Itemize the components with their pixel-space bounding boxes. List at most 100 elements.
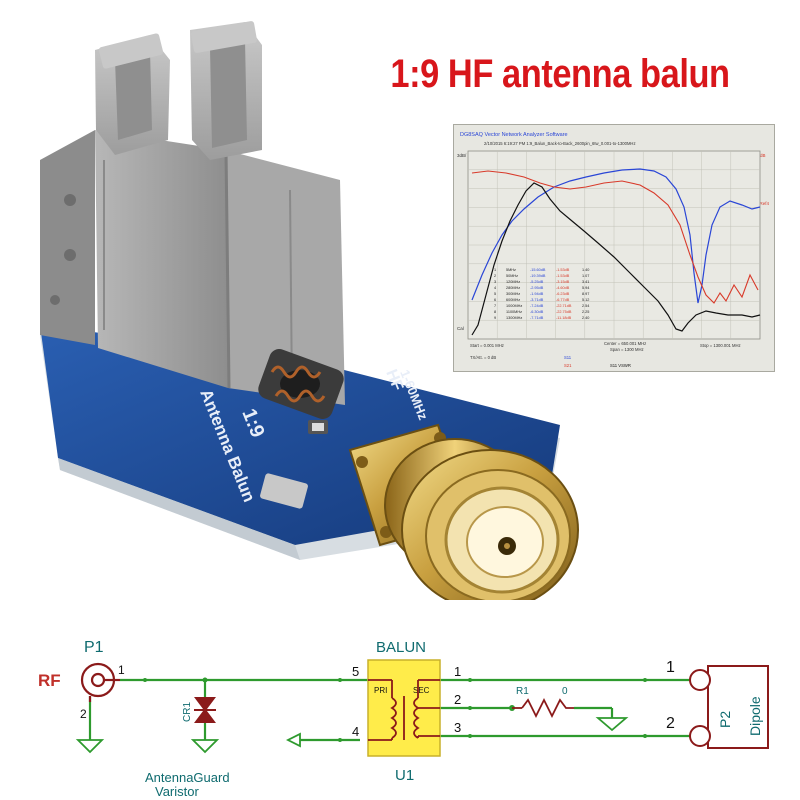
svg-text:5.94: 5.94 xyxy=(582,286,589,290)
p2-pin1: 1 xyxy=(666,659,675,676)
svg-text:6: 6 xyxy=(494,298,496,302)
balun-sec-label: SEC xyxy=(413,686,430,695)
svg-text:50MHz: 50MHz xyxy=(506,274,518,278)
svg-text:-7.24dB: -7.24dB xyxy=(530,304,544,308)
svg-text:1000MHz: 1000MHz xyxy=(506,304,522,308)
svg-text:-6.77dB: -6.77dB xyxy=(556,298,570,302)
r1-label: R1 xyxy=(516,686,529,697)
sma-connector xyxy=(348,423,579,600)
svg-text:5.12: 5.12 xyxy=(582,298,589,302)
terminal-block xyxy=(40,21,345,405)
balun-pin-2: 2 xyxy=(454,692,461,707)
svg-text:-1.53dB: -1.53dB xyxy=(556,268,570,272)
vna-footer-start: Start = 0.001 MHz xyxy=(470,343,504,348)
svg-text:280MHz: 280MHz xyxy=(506,286,520,290)
svg-text:2.25: 2.25 xyxy=(582,310,589,314)
p1-pin2: 2 xyxy=(80,707,87,721)
p2-pin2: 2 xyxy=(666,715,675,732)
p2-label: P2 xyxy=(717,711,733,728)
p2-connector xyxy=(689,665,769,749)
svg-text:-15.60dB: -15.60dB xyxy=(530,268,546,272)
vna-header-info: 2/10/2015 6:19:27 PM 1:9_Balun_Back-to-B… xyxy=(484,141,636,146)
balun-pri-label: PRI xyxy=(374,686,387,695)
r1-resistor xyxy=(509,697,574,719)
svg-text:120MHz: 120MHz xyxy=(506,280,520,284)
vna-footer: Start = 0.001 MHz Center = 650.001 MHz S… xyxy=(470,341,741,368)
svg-text:2.54: 2.54 xyxy=(582,304,589,308)
vna-right-ref-label: rRef4 xyxy=(758,201,770,206)
svg-text:1.40: 1.40 xyxy=(582,268,589,272)
vna-left-top-label: 3dB/ xyxy=(457,153,467,158)
cr1-varistor xyxy=(194,697,216,723)
svg-text:7: 7 xyxy=(494,304,496,308)
vna-marker-table: 1 5MHz -15.60dB -1.53dB 1.40 2 50MHz -19.39… xyxy=(494,268,589,320)
svg-text:3.41: 3.41 xyxy=(582,280,589,284)
svg-text:300MHz: 300MHz xyxy=(506,292,520,296)
vna-legend-vswr: S11 VSWR xyxy=(610,363,631,368)
svg-text:3: 3 xyxy=(494,280,496,284)
svg-text:-22.71dB: -22.71dB xyxy=(556,304,572,308)
svg-text:8.97: 8.97 xyxy=(582,292,589,296)
p1-pin1: 1 xyxy=(118,663,125,677)
svg-text:1: 1 xyxy=(494,268,496,272)
svg-text:-1.53dB: -1.53dB xyxy=(556,274,570,278)
svg-text:-5.25dB: -5.25dB xyxy=(530,280,544,284)
svg-text:-4.60dB: -4.60dB xyxy=(556,286,570,290)
balun-pin-1: 1 xyxy=(454,664,461,679)
svg-text:-22.75dB: -22.75dB xyxy=(556,310,572,314)
silk-hf: HF xyxy=(382,367,406,393)
vna-right-top-label: dB xyxy=(760,153,766,158)
vna-trace-black xyxy=(471,182,761,336)
vna-legend-s11: S11 xyxy=(564,355,572,360)
svg-text:-19.39dB: -19.39dB xyxy=(530,274,546,278)
svg-text:9: 9 xyxy=(494,316,496,320)
vna-row-2: 2 50MHz -19.39dB -1.53dB 1.07 xyxy=(494,274,589,278)
vna-header-title: DG8SAQ Vector Network Analyzer Software xyxy=(460,132,568,138)
vna-row-8: 8 1100MHz -6.30dB -22.75dB 2.25 xyxy=(494,310,589,314)
balun-product-photo: Antenna Balun 1:9 HF 1-60MHz xyxy=(40,21,579,600)
cr1-label: CR1 xyxy=(182,702,193,722)
vna-row-3: 3 120MHz -5.25dB -3.15dB 3.41 xyxy=(494,280,589,284)
vna-row-1: 1 5MHz -15.60dB -1.53dB 1.40 xyxy=(494,268,589,272)
svg-text:8: 8 xyxy=(494,310,496,314)
svg-text:1.07: 1.07 xyxy=(582,274,589,278)
svg-text:2: 2 xyxy=(494,274,496,278)
svg-text:-1.94dB: -1.94dB xyxy=(530,292,544,296)
svg-text:4: 4 xyxy=(494,286,496,290)
balun-pin-3: 3 xyxy=(454,720,461,735)
svg-text:1100MHz: 1100MHz xyxy=(506,310,522,314)
svg-text:-6.23dB: -6.23dB xyxy=(556,292,570,296)
toroid-transformer xyxy=(258,349,344,434)
svg-text:-2.95dB: -2.95dB xyxy=(530,286,544,290)
svg-text:1300MHz: 1300MHz xyxy=(506,316,522,320)
vna-trace-red xyxy=(471,170,759,304)
balun-label: BALUN xyxy=(376,639,426,656)
vna-row-7: 7 1000MHz -7.24dB -22.71dB 2.54 xyxy=(494,304,589,308)
svg-text:5MHz: 5MHz xyxy=(506,268,516,272)
r1-value: 0 xyxy=(562,686,568,697)
balun-pin-4: 4 xyxy=(352,724,359,739)
svg-text:-6.30dB: -6.30dB xyxy=(530,310,544,314)
u1-label: U1 xyxy=(395,767,414,784)
svg-text:-3.15dB: -3.15dB xyxy=(556,280,570,284)
p1-label: P1 xyxy=(84,639,104,656)
vna-left-cal-label: Cal xyxy=(457,326,464,331)
schematic-wires xyxy=(88,678,690,742)
product-title: 1:9 HF antenna balun xyxy=(390,52,730,96)
vna-footer-center: Center = 650.001 MHz xyxy=(604,341,646,346)
dipole-label: Dipole xyxy=(747,696,763,736)
guard-line1: AntennaGuard xyxy=(145,770,230,785)
vna-footer-stop: Stop = 1300.001 MHz xyxy=(700,343,741,348)
balun-schematic: RF P1 1 2 CR1 AntennaGuard Varistor BALU… xyxy=(38,639,769,799)
vna-trace-blue xyxy=(471,168,761,304)
svg-text:600MHz: 600MHz xyxy=(506,298,520,302)
junction-dots xyxy=(143,677,647,742)
vna-legend-s21: S21 xyxy=(564,363,572,368)
svg-text:-7.71dB: -7.71dB xyxy=(530,316,544,320)
vna-footer-ref: TX/Att. = 0 dB xyxy=(470,355,496,360)
ground-symbols xyxy=(75,717,629,754)
vna-plot-inset: DG8SAQ Vector Network Analyzer Software … xyxy=(453,124,775,372)
